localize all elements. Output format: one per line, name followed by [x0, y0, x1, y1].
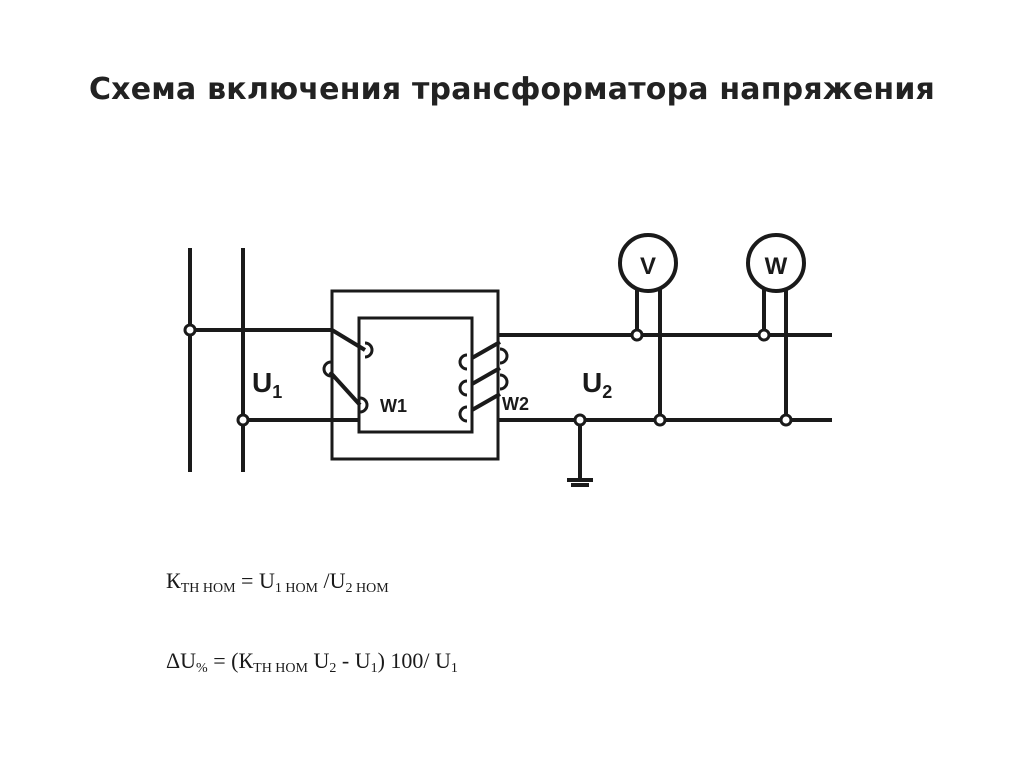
voltmeter-label: V — [640, 253, 656, 280]
ratio-u2-sub: 2 НОМ — [345, 581, 389, 596]
w2-coil-5 — [499, 373, 509, 391]
node-voltmeter-top — [630, 328, 644, 342]
w1-lead-top — [330, 328, 367, 352]
error-pct-sub: % — [196, 661, 208, 676]
w1-coil-1 — [364, 341, 374, 359]
error-delta: ΔU — [166, 648, 197, 673]
w2-label: W2 — [502, 394, 529, 414]
u2-label: U2 — [582, 367, 612, 402]
wattmeter-symbol — [746, 233, 806, 293]
ratio-u1-sub: 1 НОМ — [274, 581, 318, 596]
w2-lead-2 — [471, 366, 501, 386]
ratio-formula: КТН НОМ = U1 НОМ /U2 НОМ — [166, 568, 389, 596]
error-u1b-sub: 1 — [450, 661, 458, 676]
slide-title: Схема включения трансформатора напряжени… — [88, 72, 936, 107]
w2-coil-4 — [499, 347, 509, 365]
error-u1-sub: 1 — [370, 661, 378, 676]
w2-coil-1 — [458, 353, 468, 371]
error-minus: - U — [336, 648, 371, 673]
error-eq: = (К — [207, 648, 254, 673]
u1-label: U1 — [252, 367, 282, 402]
voltmeter-symbol — [618, 233, 678, 293]
error-u2: U — [307, 648, 330, 673]
w1-coil-3 — [359, 396, 369, 414]
w1-label: W1 — [380, 396, 407, 416]
error-u2-sub: 2 — [329, 661, 337, 676]
wattmeter-label: W — [765, 253, 788, 280]
w1-lead-diag — [328, 370, 362, 407]
node-primary-bottom — [236, 413, 250, 427]
ratio-k-sub: ТН НОМ — [180, 581, 236, 596]
node-voltmeter-bottom — [653, 413, 667, 427]
node-wattmeter-bottom — [779, 413, 793, 427]
error-tail: ) 100/ U — [377, 648, 451, 673]
error-formula: ΔU% = (КТН НОМ U2 - U1) 100/ U1 — [166, 648, 458, 676]
node-ground — [573, 413, 587, 427]
w1-coil-2 — [322, 360, 332, 378]
w2-coil-3 — [458, 405, 468, 423]
w2-coil-2 — [458, 379, 468, 397]
ratio-k: К — [166, 568, 181, 593]
transformer-core-inner — [357, 316, 474, 434]
ratio-eq: = U — [235, 568, 275, 593]
w2-lead-1 — [471, 340, 501, 360]
node-wattmeter-top — [757, 328, 771, 342]
error-k-sub: ТН НОМ — [253, 661, 308, 676]
w2-lead-3 — [471, 392, 501, 412]
ratio-slash: /U — [318, 568, 346, 593]
node-primary-top — [183, 323, 197, 337]
